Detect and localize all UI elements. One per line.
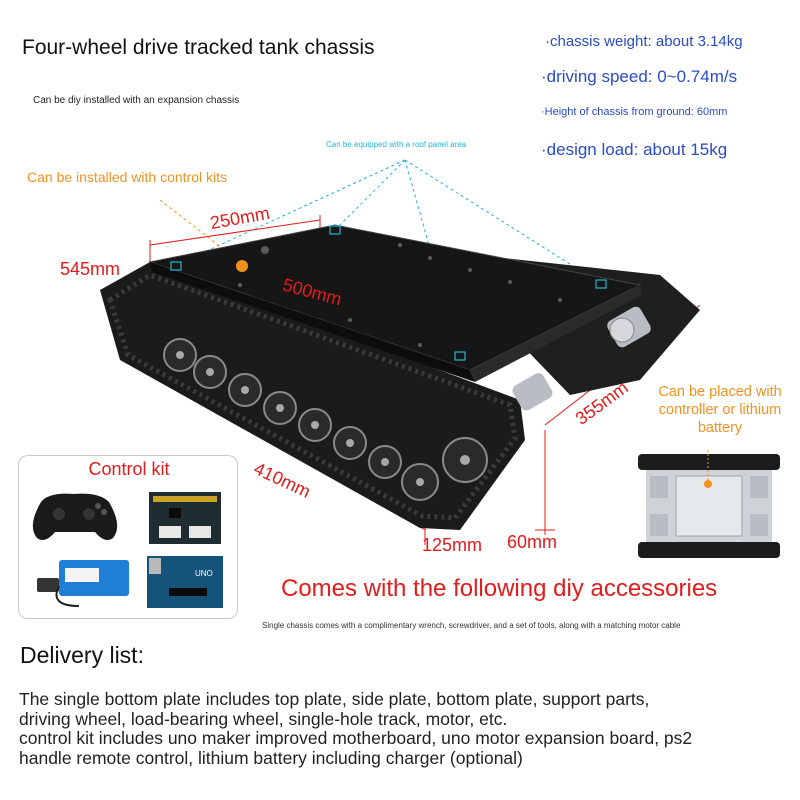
- page-subtitle: Can be diy installed with an expansion c…: [33, 95, 240, 106]
- svg-text:UNO: UNO: [195, 569, 213, 578]
- control-kit-marker: [236, 260, 248, 272]
- page-title: Four-wheel drive tracked tank chassis: [22, 36, 375, 59]
- delivery-line: control kit includes uno maker improved …: [19, 728, 693, 748]
- plate-holes: [238, 243, 562, 347]
- control-kit-title: Control kit: [88, 459, 170, 479]
- roof-panel-note: Can be equipped with a roof panel area: [326, 140, 467, 149]
- dimension-ground-clearance: 60mm: [507, 532, 558, 552]
- top-plate: [148, 224, 642, 382]
- delivery-line: The single bottom plate includes top pla…: [19, 689, 650, 709]
- chassis-top-photo: [638, 450, 780, 558]
- delivery-line: handle remote control, lithium battery i…: [19, 747, 523, 768]
- spec-weight: ·chassis weight: about 3.14kg: [545, 33, 743, 50]
- delivery-list: The single bottom plate includes top pla…: [19, 689, 789, 768]
- dimension-track-height: 125mm: [422, 535, 483, 555]
- accessories-title: Comes with the following diy accessories: [281, 575, 718, 602]
- battery-icon: [37, 560, 129, 607]
- uno-board-icon: UNO: [147, 556, 223, 608]
- control-kits-note: Can be installed with control kits: [27, 169, 227, 185]
- dimension-side: 545mm: [60, 259, 121, 279]
- placed-note: Can be placed with controller or lithium…: [658, 384, 782, 436]
- left-track: [100, 262, 525, 530]
- control-kit-illustration: UNO: [32, 492, 223, 608]
- expansion-board-icon: [149, 492, 221, 544]
- delivery-title: Delivery list:: [20, 642, 144, 668]
- roof-markers: [170, 225, 607, 361]
- accessories-note: Single chassis comes with a complimentar…: [262, 621, 681, 630]
- spec-ground-height: ·Height of chassis from ground: 60mm: [541, 106, 728, 118]
- motors: [512, 306, 651, 411]
- spec-speed: ·driving speed: 0~0.74m/s: [541, 67, 738, 86]
- control-kit-panel: Control kit UNO: [18, 455, 238, 619]
- gamepad-icon: [32, 493, 118, 540]
- spec-design-load: ·design load: about 15kg: [541, 140, 728, 159]
- delivery-line: driving wheel, load-bearing wheel, singl…: [19, 708, 508, 729]
- wheel-hubs: [176, 351, 470, 486]
- chassis-illustration: [100, 159, 701, 545]
